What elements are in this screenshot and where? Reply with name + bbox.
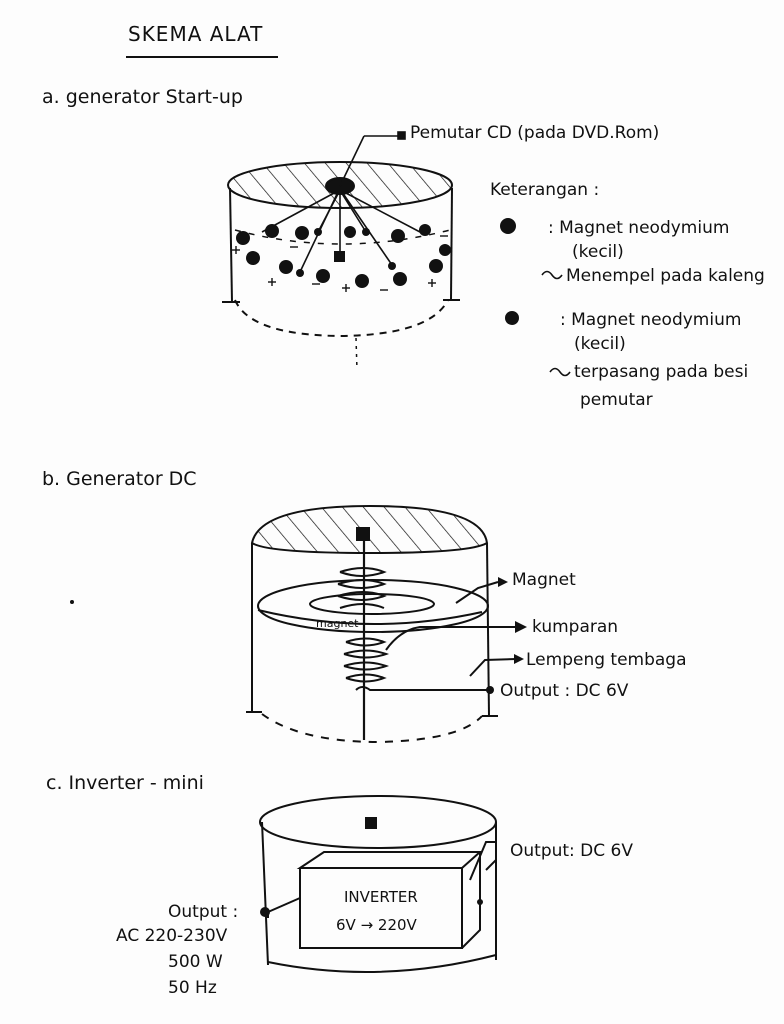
coil-bottom [343,637,390,683]
inverter-mini-drawing [259,795,497,973]
copper-plate-label: Lempeng tembaga [526,650,687,670]
stray-dot [70,600,74,604]
can-wall-right-a [450,187,453,301]
coil-label: kumparan [532,617,619,637]
can-bottom-a [234,299,449,338]
generator-startup-drawing [222,135,460,371]
magnets-can [236,224,451,288]
output-dc-label: Output : DC 6V [500,681,629,701]
can-wall-left-a [229,187,233,303]
output-dc-label-c: Output: DC 6V [510,841,633,861]
legend-1-line1: : Magnet neodymium [548,218,730,238]
legend-2-line2: (kecil) [574,334,626,354]
section-a-heading: a. generator Start-up [42,86,243,108]
legend-1-note: Menempel pada kaleng [566,266,765,286]
output-ac-line2: AC 220-230V [116,926,228,946]
coil-top [337,567,387,609]
can-bottom-c [267,954,497,973]
legend-1-line2: (kecil) [572,242,624,262]
legend-arrow-1 [541,270,563,280]
cd-player-label: Pemutar CD (pada DVD.Rom) [410,123,660,143]
legend-arrow-2 [549,367,571,377]
output-ac-line1: Output : [168,902,239,922]
legend-2-note-line2: pemutar [580,390,653,410]
output-ac-line4: 50 Hz [168,978,217,998]
section-b-heading: b. Generator DC [42,468,197,490]
inverter-label-line2: 6V → 220V [336,916,417,934]
page-title: SKEMA ALAT [128,22,264,46]
can-bottom-b [261,713,483,744]
output-ac-line3: 500 W [168,952,223,972]
magnet-inner-label: magnet [316,617,359,630]
legend-dot-1 [500,218,516,234]
legend-title: Keterangan : [490,180,600,200]
ac-terminal [260,907,270,917]
can-top-c [259,795,497,849]
legend-2-note-line1: terpasang pada besi [574,362,749,382]
generator-dc-drawing [246,504,517,744]
cd-pointer [364,131,406,140]
inverter-label-line1: INVERTER [344,888,418,906]
arrowheads-b [486,577,527,694]
legend-2-line1: : Magnet neodymium [560,310,742,330]
title-underline [126,56,278,58]
section-c-heading: c. Inverter - mini [46,772,204,794]
polarity-marks-a [232,235,448,292]
magnet-label: Magnet [512,570,576,590]
legend-dot-2 [505,311,519,325]
dc-terminal [477,899,483,905]
